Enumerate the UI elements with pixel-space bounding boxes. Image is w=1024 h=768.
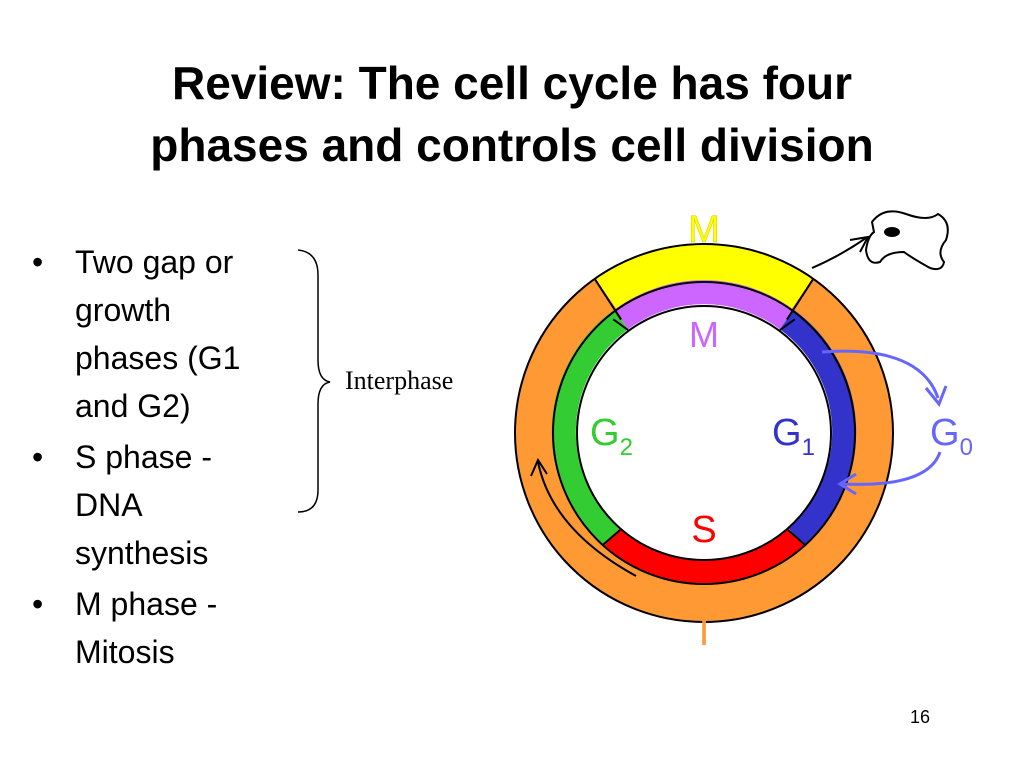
bullet-dot: • (32, 586, 44, 622)
arrow-to-daughter-cell-head (849, 235, 870, 253)
bullet-list: • Two gap or growth phases (G1 and G2) •… (26, 238, 306, 679)
s-label: S (691, 509, 716, 551)
interphase-label: Interphase (345, 366, 454, 395)
bullet-text-line: M phase - (75, 586, 218, 622)
arrow-g1-to-g0 (821, 349, 940, 399)
g0-label: G0 (930, 412, 973, 461)
daughter-cell-nucleus (884, 227, 900, 237)
bullet-text-line: DNA (75, 487, 143, 523)
bullet-dot: • (32, 439, 44, 475)
inner-ring-m-arc (613, 280, 795, 330)
g1-letter: G (772, 412, 802, 454)
g1-label: G1 (772, 412, 815, 461)
interphase-i-label: I (699, 612, 710, 654)
g2-subscript: 2 (620, 434, 633, 461)
bullet-s-phase: • S phase - DNA synthesis (26, 433, 306, 577)
daughter-cell-sketch (864, 210, 949, 271)
slide-title: Review: The cell cycle has four phases a… (40, 52, 984, 176)
g1-subscript: 1 (802, 434, 815, 461)
bullet-m-phase: • M phase - Mitosis (26, 580, 306, 676)
arrow-g0-to-g1-head (837, 472, 857, 496)
interphase-brace (297, 249, 331, 513)
bullet-dot: • (32, 244, 44, 280)
title-line-2: phases and controls cell division (150, 119, 874, 171)
arrow-to-daughter-cell (811, 237, 867, 269)
g0-subscript: 0 (960, 434, 973, 461)
cycle-direction-arrowhead (530, 457, 548, 477)
inner-ring-g1-arc (779, 309, 857, 547)
arrow-g1-to-g0-head (924, 385, 948, 407)
g0-letter: G (930, 412, 960, 454)
g2-label: G2 (590, 412, 633, 461)
bullet-text-line: S phase - (75, 439, 212, 475)
arrow-g0-to-g1 (841, 451, 942, 486)
bullet-text-line: synthesis (75, 535, 209, 571)
inner-ring-g2-arc (551, 309, 629, 547)
bullet-text-line: Mitosis (75, 634, 175, 670)
outer-m-label: M (688, 209, 720, 251)
inner-m-label: M (689, 314, 719, 355)
cycle-direction-arrow (537, 461, 637, 577)
outer-ring-m-arc (595, 244, 813, 311)
bullet-text-line: phases (G1 (75, 340, 241, 376)
bullet-text-line: Two gap or (75, 244, 234, 280)
bullet-text-line: growth (75, 292, 172, 328)
inner-ring-s-arc (603, 527, 805, 584)
bullet-gap-phases: • Two gap or growth phases (G1 and G2) (26, 238, 306, 430)
ring-outlines (514, 243, 894, 623)
g2-letter: G (590, 412, 620, 454)
page-number: 16 (910, 707, 931, 727)
title-line-1: Review: The cell cycle has four (171, 57, 853, 109)
bullet-text-line: and G2) (75, 388, 191, 424)
